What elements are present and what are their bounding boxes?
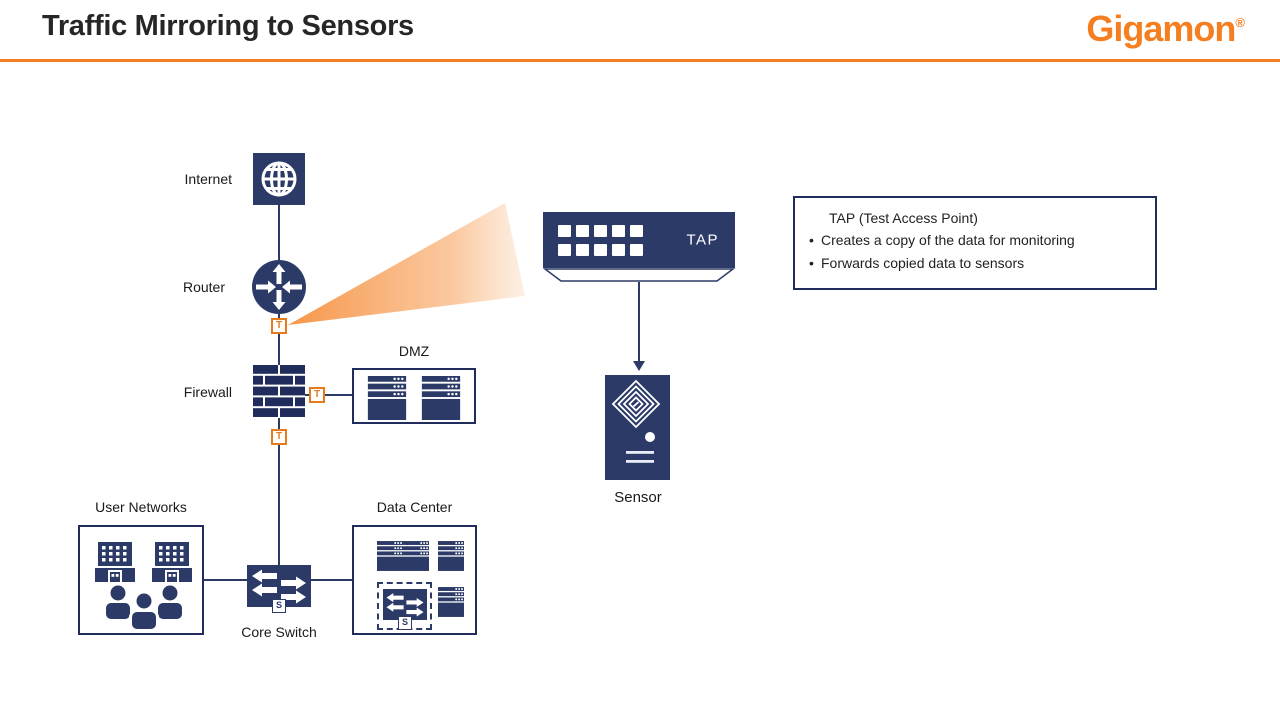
dmz-label: DMZ [398,343,430,359]
gigamon-logo-text: Gigamon [1086,8,1236,49]
connector-usernetworks-coreswitch [204,579,247,581]
internet-label: Internet [184,171,232,187]
mirror-beam [288,203,525,325]
switch-icon [383,589,427,620]
tap-device-base [542,268,736,282]
building-icon [95,542,135,582]
server-stack-icon [421,376,461,420]
header-divider [0,59,1280,62]
connector-firewall-coreswitch [278,418,280,565]
firewall-label: Firewall [183,384,232,400]
gigamon-logo: Gigamon® [1086,8,1245,50]
tap-ports [558,225,643,256]
connector-internet-router [278,205,280,262]
connector-tap-sensor [638,282,640,364]
firewall-icon [253,365,305,418]
tap-device-label: TAP [686,231,719,249]
info-bullet: Creates a copy of the data for monitorin… [807,232,1145,248]
server-stack-icon [403,541,429,571]
virtual-switch-group [377,582,432,630]
page-title: Traffic Mirroring to Sensors [42,10,414,42]
sensor-icon [605,375,670,480]
user-networks-box [78,525,204,635]
info-bullet: Forwards copied data to sensors [807,255,1145,271]
data-center-box: S [352,525,477,635]
core-switch-icon [247,565,311,607]
user-networks-label: User Networks [95,499,187,515]
sensor-label: Sensor [614,489,662,506]
users-icon [106,585,182,629]
span-badge-coreswitch: S [272,599,286,613]
arrowhead-to-sensor [633,361,645,371]
tap-point-badge-dmz: T [309,387,325,403]
span-badge-datacenter: S [398,616,412,630]
tap-info-box: TAP (Test Access Point) Creates a copy o… [793,196,1157,290]
tap-point-badge-router: T [271,318,287,334]
building-icon [152,542,192,582]
internet-globe-icon [253,153,305,205]
connector-firewall-dmz [305,394,352,396]
registered-mark: ® [1235,15,1245,30]
server-stack-icon [377,541,403,571]
dmz-box [352,368,476,424]
data-center-label: Data Center [376,499,453,515]
router-icon [252,260,306,314]
info-box-title: TAP (Test Access Point) [829,210,978,226]
server-stack-icon [438,541,464,571]
connector-coreswitch-datacenter [311,579,352,581]
router-label: Router [182,279,225,295]
server-stack-icon [438,587,464,617]
connector-router-firewall [278,313,280,365]
tap-device: TAP [543,212,735,268]
core-switch-label: Core Switch [241,624,317,640]
tap-point-badge-firewall: T [271,429,287,445]
server-stack-icon [367,376,407,420]
